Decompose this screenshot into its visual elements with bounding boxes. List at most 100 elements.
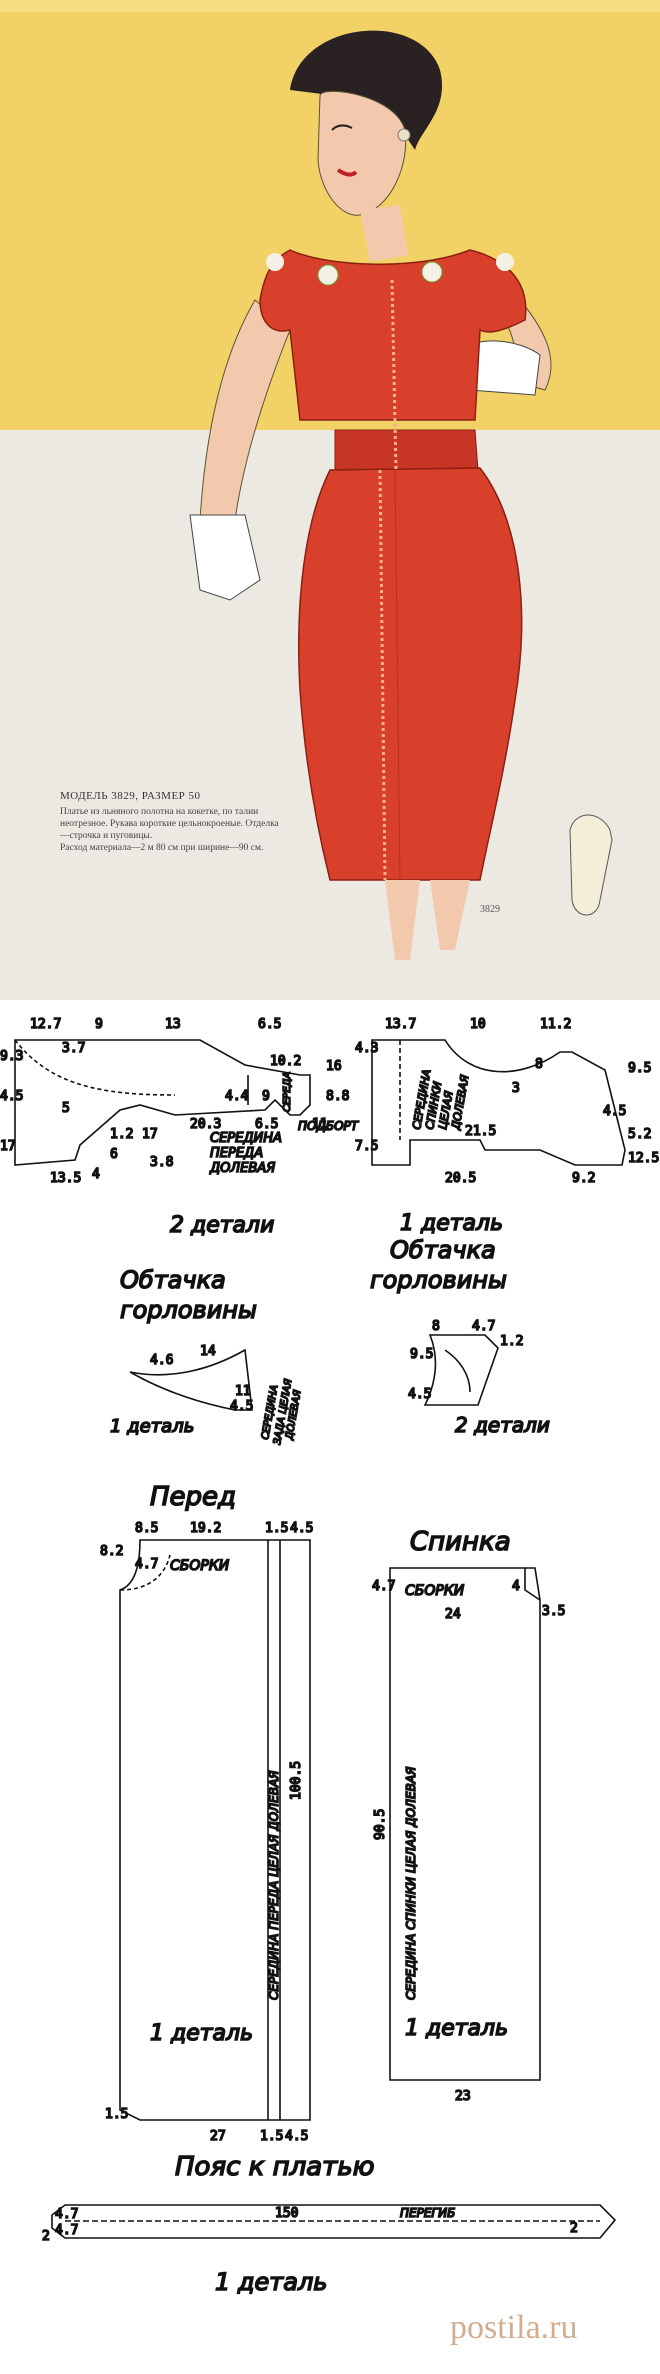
facing-back-outline: [129, 1348, 253, 1411]
dim: 19.2: [190, 1521, 221, 1536]
piece-count: 1 деталь: [400, 1211, 503, 1236]
dim: 1.5: [105, 2107, 128, 2122]
dim: 90.5: [373, 1809, 388, 1840]
dim: 12.5: [628, 1151, 659, 1166]
piece-count: 1 деталь: [215, 2268, 327, 2296]
dim: 8.5: [135, 1521, 158, 1536]
watermark-logo: postila.ru: [450, 2309, 577, 2346]
yoke-back-outline: [371, 1039, 626, 1166]
watermark-text: postila.ru: [450, 2309, 577, 2346]
dim: 9.3: [0, 1049, 23, 1064]
dim: 23: [455, 2089, 471, 2104]
dim: 24: [445, 1607, 461, 1622]
facing-title: Обтачка: [120, 1266, 226, 1294]
dim: 12.7: [30, 1017, 61, 1032]
dim: 4: [92, 1167, 100, 1182]
dim: 13.5: [50, 1171, 81, 1186]
yoke-front-piece: 12.7 9 13 6.5 3.7 9.3 4.5 5 17 13.5 4 1.…: [0, 1016, 361, 1239]
dim: 9: [262, 1089, 270, 1104]
dim: 9.2: [572, 1171, 595, 1186]
facing-front-piece: Обтачка горловины 8 4.7 1.2 9.5 4.5 2 де…: [369, 1235, 551, 1438]
label: ДОЛЕВАЯ: [209, 1161, 275, 1176]
dim: 6.5: [255, 1117, 278, 1132]
dim: 11.2: [540, 1017, 571, 1032]
piece-count: 1 деталь: [150, 2021, 253, 2046]
left-glove: [189, 514, 261, 601]
dim: 5: [62, 1101, 70, 1116]
pattern-sheet: 12.7 9 13 6.5 3.7 9.3 4.5 5 17 13.5 4 1.…: [0, 1000, 660, 2370]
grain-label: СЕРЕДИНА ПЕРЕДА ЦЕЛАЯ ДОЛЕВАЯ: [267, 1770, 281, 2000]
dim: 10: [470, 1017, 486, 1032]
dim: 16: [326, 1059, 342, 1074]
dim: 20.5: [445, 1171, 476, 1186]
dim: 8: [535, 1057, 543, 1072]
dim: 4.7: [472, 1319, 495, 1334]
belt-piece: Пояс к платью 150 4.7 4.7 2 2 ПЕРЕГИБ 1 …: [41, 2151, 617, 2297]
dim: 4.5: [0, 1089, 23, 1104]
front-title: Перед: [150, 1482, 236, 1512]
piece-count: 2 детали: [170, 1213, 274, 1238]
dim: 13: [165, 1017, 181, 1032]
dim: 4.5: [230, 1399, 253, 1414]
fabric-consumption: Расход материала—2 м 80 см при ширине—90…: [60, 843, 264, 853]
dim: 5.2: [628, 1127, 651, 1142]
pattern-drawing: 12.7 9 13 6.5 3.7 9.3 4.5 5 17 13.5 4 1.…: [0, 1016, 660, 2297]
dim: 7.5: [355, 1139, 378, 1154]
dim: 14: [200, 1344, 216, 1359]
facing-title: горловины: [120, 1296, 257, 1324]
dim: 3.7: [62, 1041, 85, 1056]
piece-count: 2 детали: [455, 1413, 550, 1437]
dim: 1.2: [500, 1334, 523, 1349]
dim: 4.5: [603, 1104, 626, 1119]
dim: 4.4: [225, 1089, 249, 1104]
dim: 8: [432, 1319, 440, 1334]
label: СЕРЕДА: [282, 1072, 293, 1112]
dim: 100.5: [289, 1761, 304, 1800]
facing-front-outline: [423, 1334, 499, 1406]
back-piece: Спинка 4.7 4 24 3.5 90.5 23 СБОРКИ СЕРЕД…: [371, 1526, 566, 2105]
dim: 21.5: [465, 1124, 496, 1139]
dim: 11: [312, 1117, 328, 1132]
front-piece: Перед 8.5 19.2 1.5 4.5 8.2 4.7 100.5 1.5…: [99, 1481, 314, 2145]
dim: 4.5: [408, 1387, 431, 1402]
fold-label: ПЕРЕГИБ: [400, 2206, 455, 2220]
dim: 4.7: [55, 2223, 78, 2238]
dim: 1.5: [260, 2129, 283, 2144]
hair: [290, 30, 443, 150]
piece-count: 1 деталь: [405, 2016, 508, 2041]
yoke-front-outline: [14, 1039, 311, 1166]
dress-skirt: [298, 467, 523, 881]
dim: 1.2: [110, 1127, 133, 1142]
face: [317, 90, 407, 216]
dim: 20.3: [190, 1117, 221, 1132]
dress-belt: [334, 429, 479, 473]
dim: 13.7: [385, 1017, 416, 1032]
facing-title: Обтачка: [390, 1236, 496, 1264]
dim: 9: [95, 1017, 103, 1032]
model-description: Платье из льняного полотна на кокетке, п…: [60, 807, 279, 841]
model-caption: МОДЕЛЬ 3829, РАЗМЕР 50 Платье из льняног…: [60, 790, 280, 854]
label: ПЕРЕДА: [210, 1146, 263, 1161]
dim: 1.5: [265, 1521, 288, 1536]
dim: 4: [512, 1579, 520, 1594]
dim: 2: [42, 2229, 50, 2244]
back-outline: [389, 1567, 541, 2081]
facing-title: горловины: [370, 1266, 507, 1294]
gathers-label: СБОРКИ: [170, 1558, 230, 1574]
dim: 6: [110, 1147, 118, 1162]
facing-back-piece: Обтачка горловины 4.6 14 11 4.5 СЕРЕДИНА…: [109, 1265, 304, 1446]
dim: 8.2: [100, 1544, 123, 1559]
label: ПОДБОРТ: [298, 1119, 360, 1133]
front-outline: [119, 1539, 311, 2121]
dim: 150: [275, 2206, 298, 2221]
dim: 4.5: [290, 1521, 313, 1536]
dim: 27: [210, 2129, 226, 2144]
dim: 4.6: [150, 1353, 173, 1368]
model-title: МОДЕЛЬ 3829, РАЗМЕР 50: [60, 790, 201, 802]
dim: 3.5: [542, 1604, 565, 1619]
dim: 4.5: [285, 2129, 308, 2144]
small-dress-sketch: [569, 814, 613, 916]
watermark: postila.ru: [450, 2296, 650, 2356]
gathers-label: СБОРКИ: [405, 1583, 465, 1599]
grain-label: СЕРЕДИНА СПИНКИ ЦЕЛАЯ ДОЛЕВАЯ: [404, 1766, 418, 2000]
